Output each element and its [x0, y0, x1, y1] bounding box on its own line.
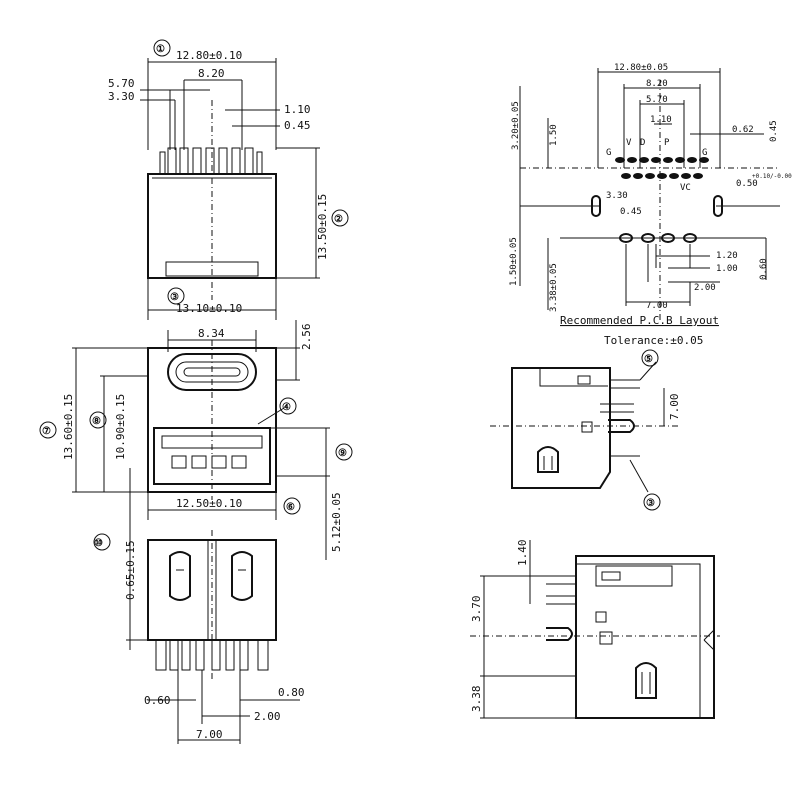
front-w834: 8.34 — [198, 327, 225, 340]
pcb-w700: 7.00 — [646, 301, 668, 311]
pcb-w045: 0.45 — [620, 207, 642, 217]
callout-3-side: ③ — [646, 498, 655, 509]
side-view-a: 7.00 ⑤ ③ — [490, 349, 681, 511]
bottom-w080: 0.80 — [278, 686, 305, 699]
callout-5: ⑤ — [644, 354, 653, 365]
pin-p: P — [664, 138, 670, 148]
bottom-w200: 2.00 — [254, 710, 281, 723]
bottom-w700: 7.00 — [196, 728, 223, 741]
front-h512: 5.12±0.05 — [330, 492, 343, 552]
side-view-b: 1.40 3.70 3.38 — [470, 540, 720, 719]
side-b-h140: 1.40 — [516, 540, 529, 567]
side-a-h700: 7.00 — [668, 394, 681, 421]
top-bottom-width: 13.10±0.10 — [176, 302, 242, 315]
bottom-view: 0.65±0.15 0.60 0.80 2.00 7.00 ⑩ — [93, 468, 305, 744]
bottom-w060: 0.60 — [144, 694, 171, 707]
pin-g-right: G — [702, 148, 707, 158]
callout-1: ① — [156, 44, 165, 55]
callout-2: ② — [334, 214, 343, 225]
pcb-w100: 1.00 — [716, 264, 738, 274]
callout-8: ⑧ — [92, 416, 101, 427]
pin-v: V — [626, 138, 632, 148]
bottom-h065: 0.65±0.15 — [124, 540, 137, 600]
callout-10: ⑩ — [94, 538, 103, 549]
top-w330: 3.30 — [108, 90, 135, 103]
front-h1090: 10.90±0.15 — [114, 394, 127, 460]
callout-6: ⑥ — [286, 502, 295, 513]
top-w045: 0.45 — [284, 119, 311, 132]
pcb-w050-tol: +0.10/-0.00 — [752, 173, 792, 180]
side-b-h370: 3.70 — [470, 596, 483, 623]
pcb-tolerance: Tolerance:±0.05 — [604, 334, 703, 347]
front-h256: 2.56 — [300, 324, 313, 351]
pcb-title: Recommended P.C.B Layout — [560, 314, 719, 327]
pcb-w062: 0.62 — [732, 125, 754, 135]
callout-9: ⑨ — [338, 448, 347, 459]
pcb-h338: 3.38±0.05 — [549, 263, 559, 312]
pcb-w050: 0.50 — [736, 179, 758, 189]
pcb-w120: 1.20 — [716, 251, 738, 261]
pcb-w570: 5.70 — [646, 95, 668, 105]
pcb-w045r: 0.45 — [769, 120, 779, 142]
pcb-width: 12.80±0.05 — [614, 63, 668, 73]
top-view: 12.80±0.10 8.20 5.70 3.30 1.10 0.45 13.5… — [108, 39, 349, 320]
top-w110: 1.10 — [284, 103, 311, 116]
pcb-w200: 2.00 — [694, 283, 716, 293]
pcb-h150: 1.50 — [549, 124, 559, 146]
callout-3-top: ③ — [170, 292, 179, 303]
top-height: 13.50±0.15 — [316, 194, 329, 260]
pcb-h060: 0.60 — [759, 258, 769, 280]
front-view: 8.34 2.56 13.60±0.15 10.90±0.15 12.50±0.… — [39, 320, 353, 560]
front-h1360: 13.60±0.15 — [62, 394, 75, 460]
pin-g-left: G — [606, 148, 611, 158]
callout-4: ④ — [282, 402, 291, 413]
side-b-h338: 3.38 — [470, 686, 483, 713]
pin-d: D — [640, 138, 645, 148]
callout-7: ⑦ — [42, 426, 51, 437]
pin-vc: VC — [680, 183, 691, 193]
top-w570: 5.70 — [108, 77, 135, 90]
pcb-layout: 12.80±0.05 8.20 5.70 1.10 0.62 0.45 3.20… — [509, 63, 792, 347]
pcb-w820: 8.20 — [646, 79, 668, 89]
front-w1250: 12.50±0.10 — [176, 497, 242, 510]
pcb-h150b: 1.50±0.05 — [509, 237, 519, 286]
top-w820: 8.20 — [198, 67, 225, 80]
pcb-h320: 3.20±0.05 — [511, 101, 521, 150]
top-overall-width: 12.80±0.10 — [176, 49, 242, 62]
pcb-w330: 3.30 — [606, 191, 628, 201]
pcb-w110: 1.10 — [650, 115, 672, 125]
